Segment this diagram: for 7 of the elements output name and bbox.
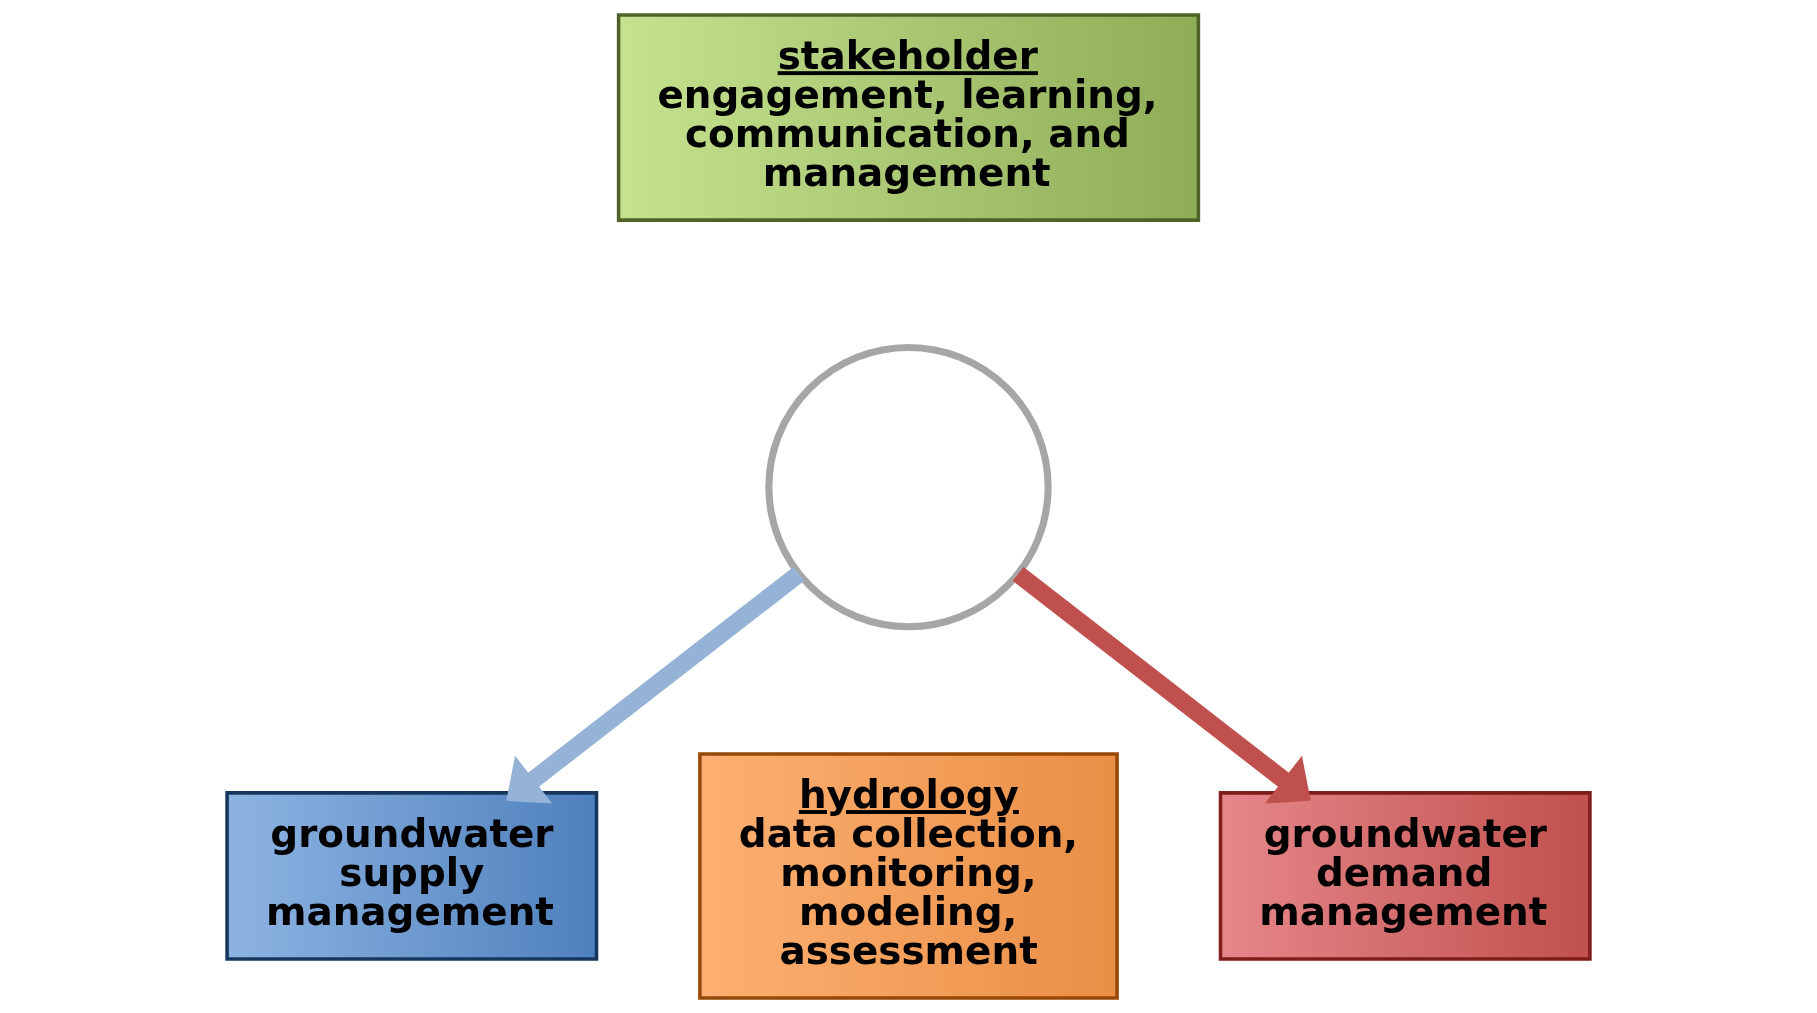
node-box: groundwater supply management [225,791,599,961]
arrow [1012,566,1311,804]
arrow [506,566,805,804]
node-box: stakeholder engagement, learning, communication, and management [616,13,1201,222]
node-circle [765,343,1052,631]
node-box: groundwater demand management [1218,791,1592,961]
node-box: hydrology data collection, monitoring, modeling, assessment [698,752,1119,1000]
